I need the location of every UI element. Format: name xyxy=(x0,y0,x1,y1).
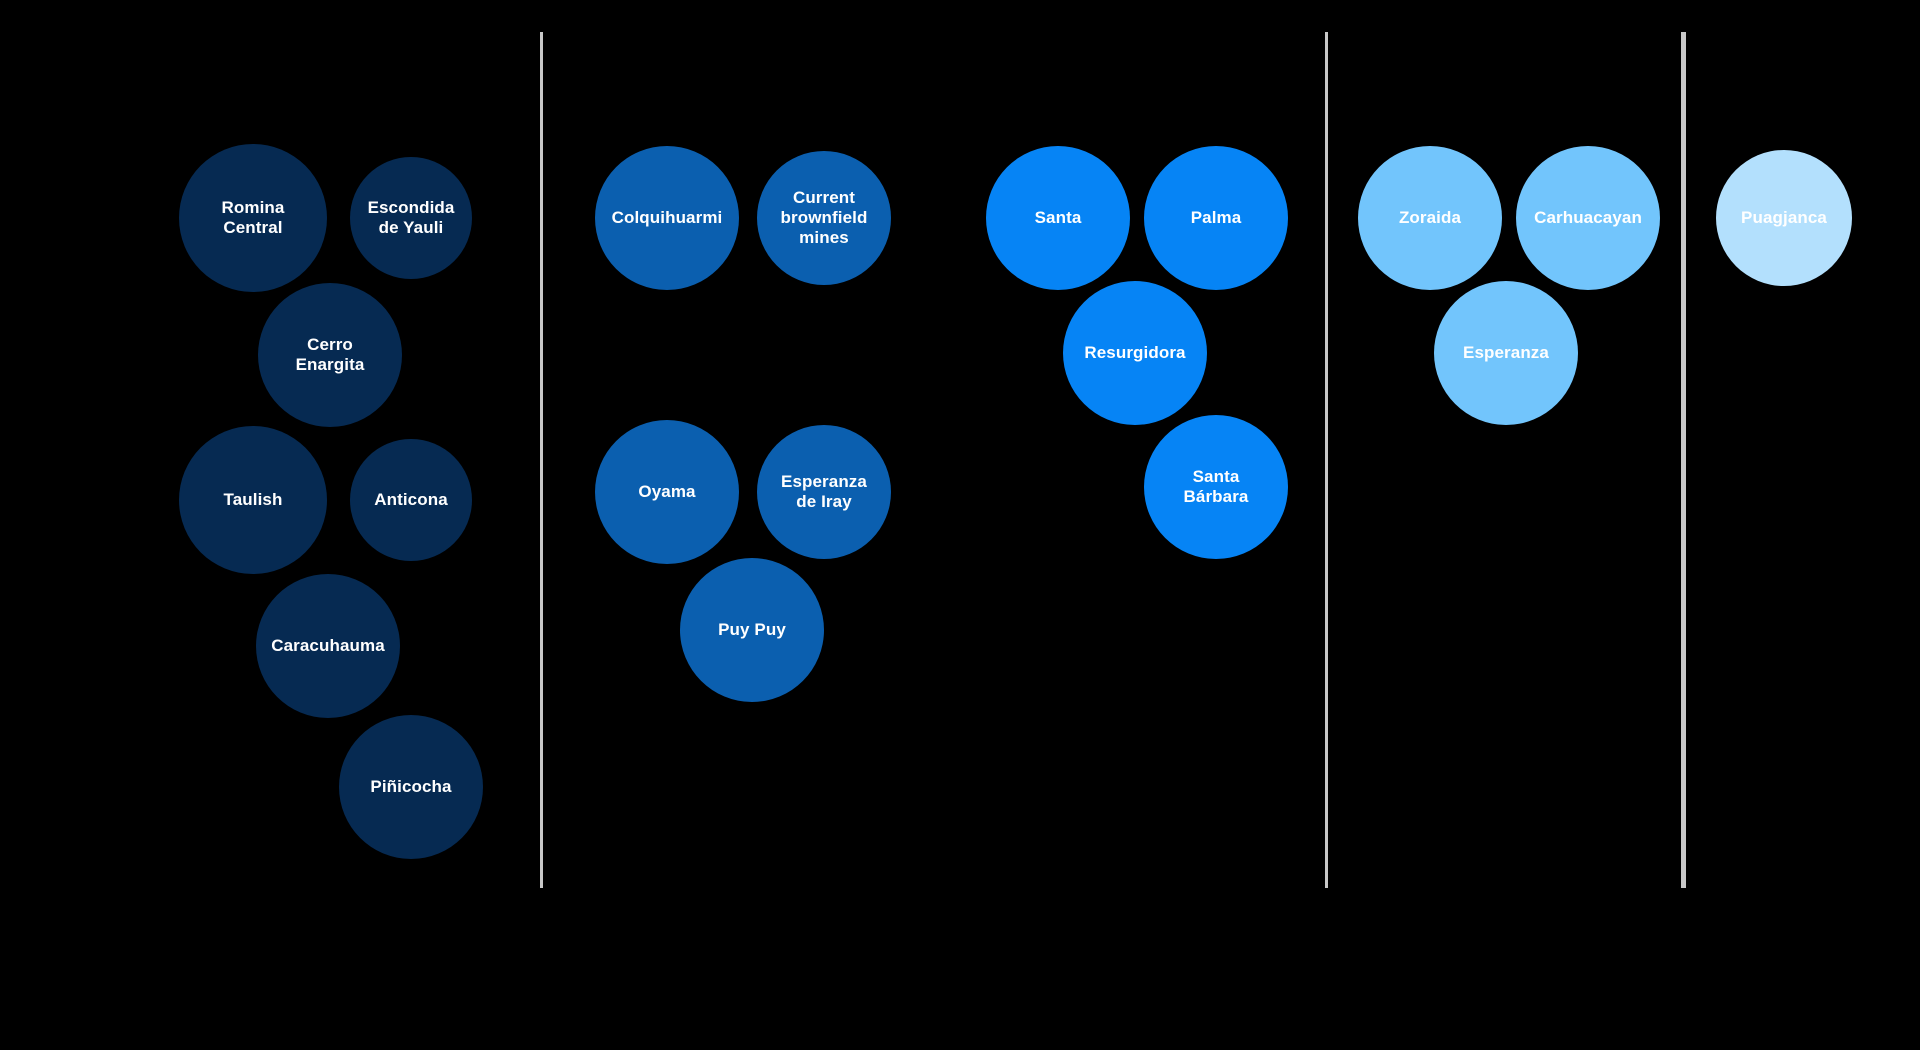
bubble-anticona[interactable]: Anticona xyxy=(350,439,472,561)
bubble-caracuhauma[interactable]: Caracuhauma xyxy=(256,574,400,718)
bubble-esperanza-de-iray[interactable]: Esperanza de Iray xyxy=(757,425,891,559)
bubble-label: Esperanza xyxy=(1463,343,1549,363)
bubble-label: Santa Bárbara xyxy=(1183,467,1249,506)
bubble-romina-central[interactable]: Romina Central xyxy=(179,144,327,292)
bubble-carhuacayan[interactable]: Carhuacayan xyxy=(1516,146,1660,290)
bubble-cerro-enargita[interactable]: Cerro Enargita xyxy=(258,283,402,427)
bubble-colquihuarmi[interactable]: Colquihuarmi xyxy=(595,146,739,290)
column-divider-1 xyxy=(540,32,543,888)
bubble-palma[interactable]: Palma xyxy=(1144,146,1288,290)
bubble-label: Oyama xyxy=(638,482,696,502)
bubble-label: Current brownfield mines xyxy=(780,188,868,247)
bubble-label: Zoraida xyxy=(1398,208,1462,228)
bubble-escondida-de-yauli[interactable]: Escondida de Yauli xyxy=(350,157,472,279)
bubble-current-brownfield-mines[interactable]: Current brownfield mines xyxy=(757,151,891,285)
bubble-santa-barbara[interactable]: Santa Bárbara xyxy=(1144,415,1288,559)
bubble-zoraida[interactable]: Zoraida xyxy=(1358,146,1502,290)
bubble-label: Cerro Enargita xyxy=(295,335,365,374)
bubble-puagjanca[interactable]: Puagjanca xyxy=(1716,150,1852,286)
column-divider-3 xyxy=(1681,32,1684,888)
bubble-esperanza[interactable]: Esperanza xyxy=(1434,281,1578,425)
bubble-label: Resurgidora xyxy=(1084,343,1186,363)
bubble-label: Romina Central xyxy=(221,198,285,237)
bubble-pinicocha[interactable]: Piñicocha xyxy=(339,715,483,859)
bubble-label: Escondida de Yauli xyxy=(367,198,455,237)
bubble-label: Anticona xyxy=(374,490,448,510)
bubble-puy-puy[interactable]: Puy Puy xyxy=(680,558,824,702)
bubble-santa[interactable]: Santa xyxy=(986,146,1130,290)
bubble-label: Piñicocha xyxy=(370,777,452,797)
bubble-label: Carhuacayan xyxy=(1534,208,1642,228)
bubble-label: Palma xyxy=(1190,208,1242,228)
bubble-label: Colquihuarmi xyxy=(611,208,723,228)
bubble-label: Caracuhauma xyxy=(271,636,385,656)
bubble-label: Santa xyxy=(1034,208,1082,228)
bubble-taulish[interactable]: Taulish xyxy=(179,426,327,574)
column-divider-2 xyxy=(1325,32,1328,888)
bubble-label: Esperanza de Iray xyxy=(781,472,867,511)
bubble-oyama[interactable]: Oyama xyxy=(595,420,739,564)
bubble-label: Puy Puy xyxy=(718,620,786,640)
bubble-label: Taulish xyxy=(223,490,283,510)
column-divider-4 xyxy=(1683,32,1686,888)
bubble-resurgidora[interactable]: Resurgidora xyxy=(1063,281,1207,425)
bubble-label: Puagjanca xyxy=(1741,208,1827,228)
